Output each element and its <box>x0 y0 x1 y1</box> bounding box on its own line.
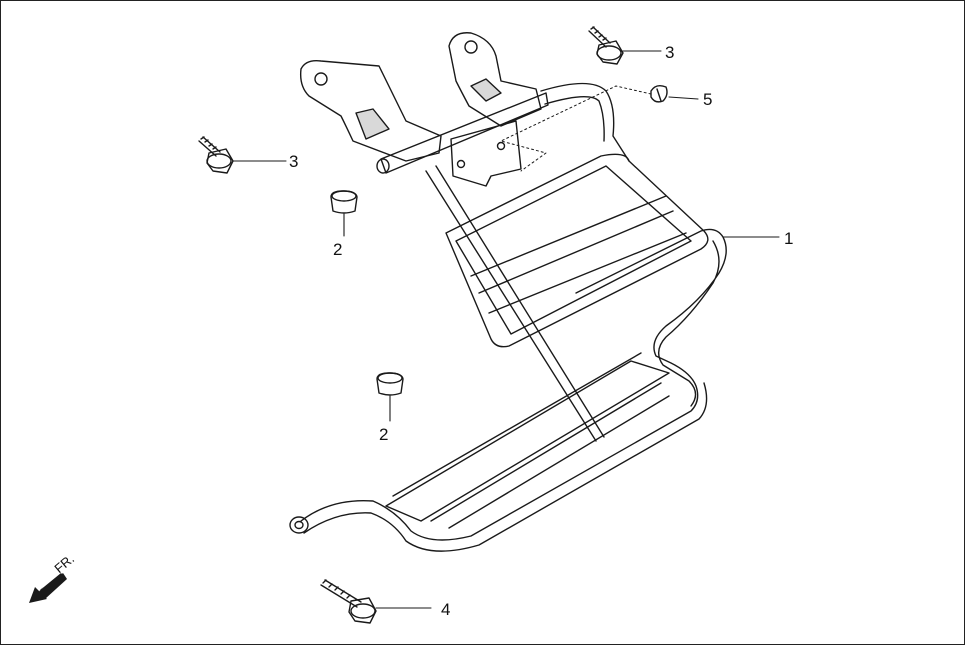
flange-bolt-long <box>320 579 377 624</box>
leader-line-5 <box>668 96 699 100</box>
callout-3-left: 3 <box>289 152 299 171</box>
rear-carrier-rack <box>289 82 727 552</box>
flange-bolt-right <box>588 26 624 65</box>
flange-bolt-left <box>198 136 234 174</box>
front-arrow-icon <box>29 573 67 603</box>
clip-fastener <box>650 84 668 103</box>
mounting-bracket-left <box>299 59 442 162</box>
callout-2-lower: 2 <box>379 425 389 444</box>
mounting-plate-center <box>450 120 522 187</box>
rubber-cap-lower <box>376 372 404 396</box>
callout-4: 4 <box>441 600 451 619</box>
mounting-bracket-right <box>448 32 542 127</box>
callout-1: 1 <box>784 229 794 248</box>
callout-2-upper: 2 <box>333 240 343 259</box>
rubber-cap-upper <box>330 190 358 214</box>
callout-3-right: 3 <box>665 43 675 62</box>
callout-5: 5 <box>703 90 713 109</box>
